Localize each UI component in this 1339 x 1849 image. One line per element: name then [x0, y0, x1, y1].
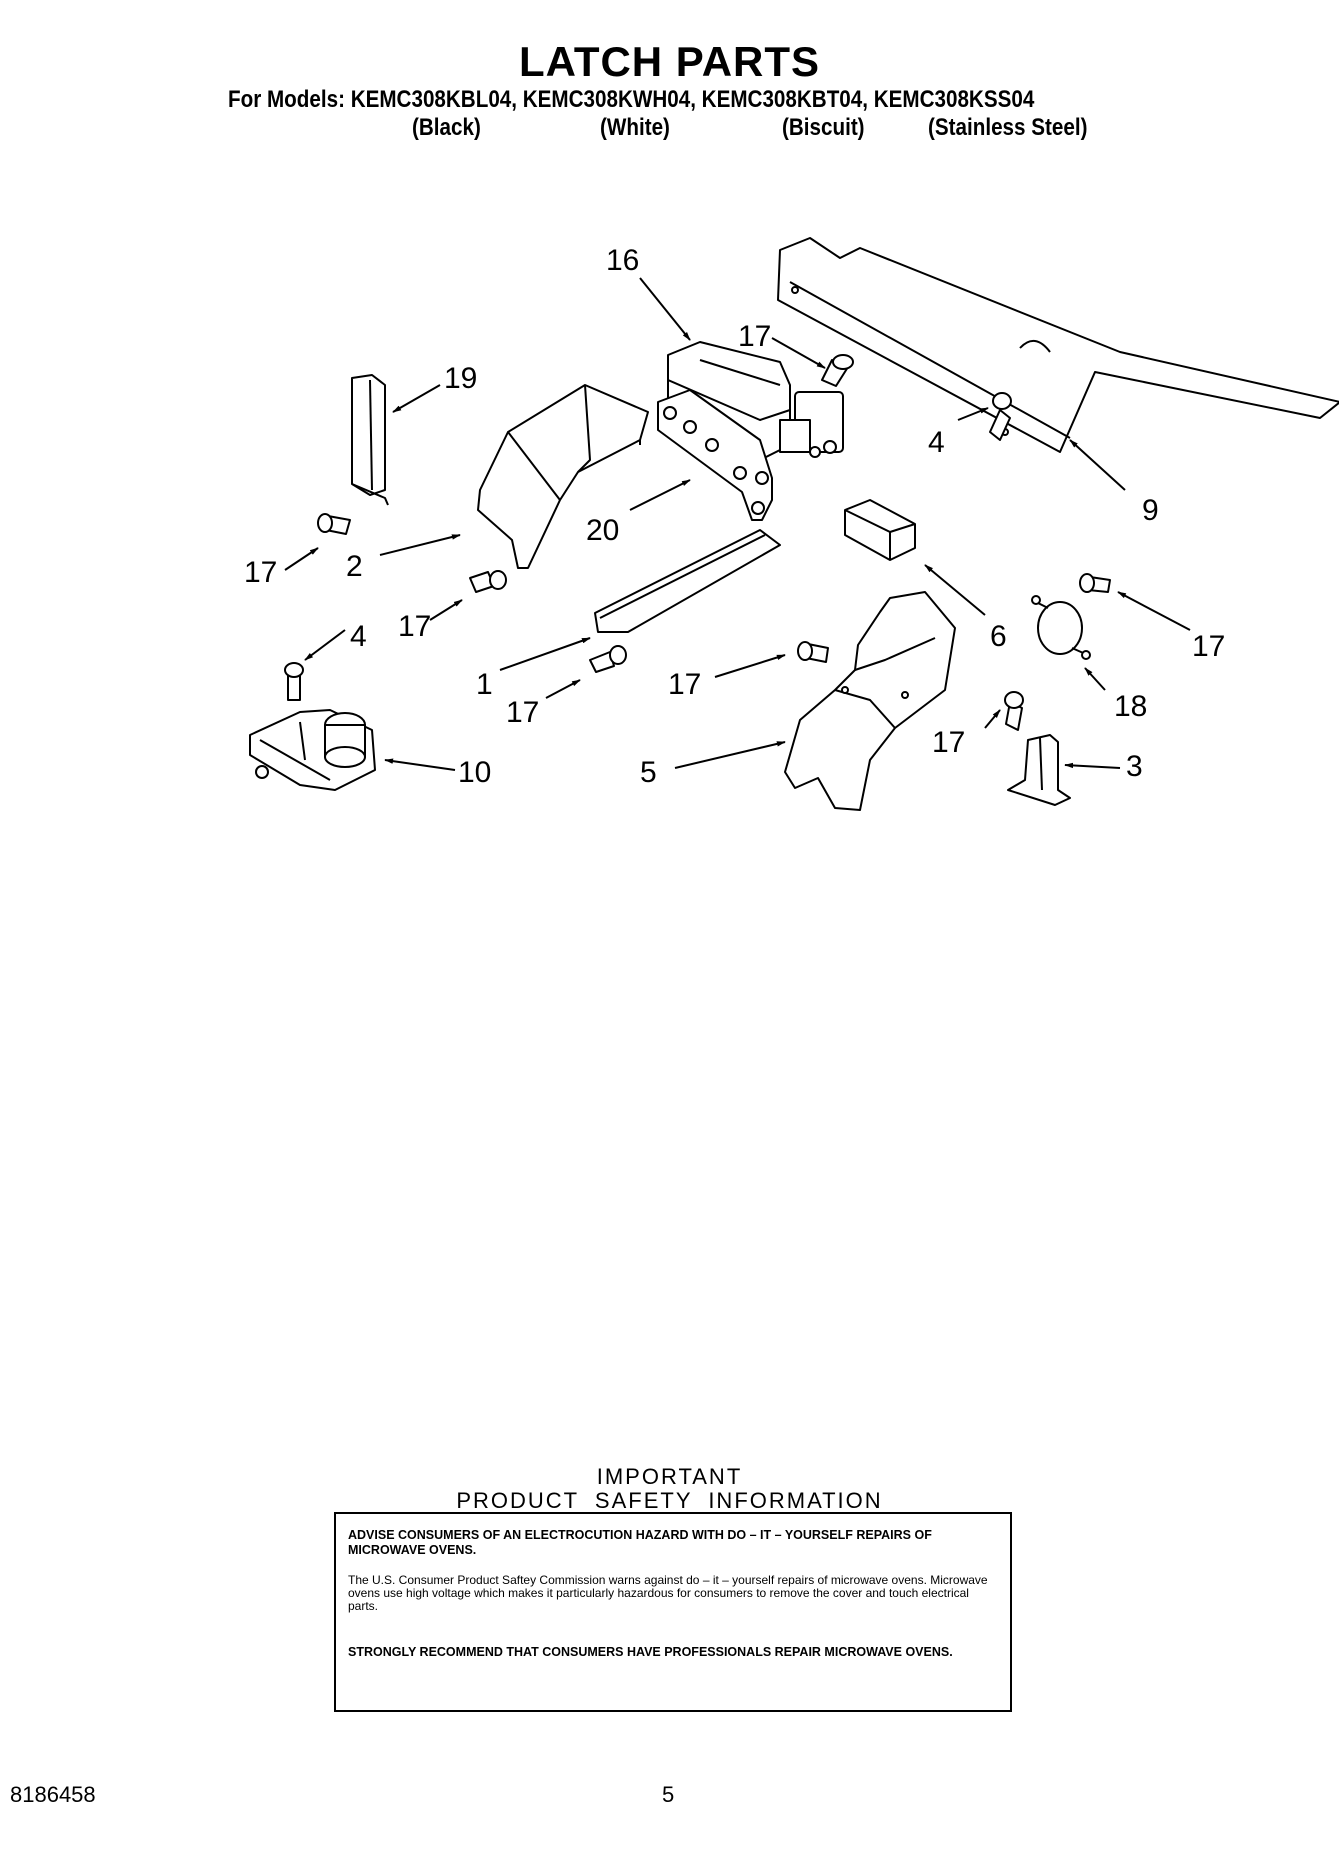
callout-17: 17 [932, 726, 965, 759]
page-number: 5 [662, 1782, 675, 1807]
callout-20: 20 [586, 514, 619, 547]
part-3-bracket [1007, 734, 1071, 806]
part-10-base [249, 709, 376, 791]
callout-labels: 16 17 19 4 9 20 2 17 17 6 17 4 18 1 17 1… [244, 244, 1225, 789]
callout-17: 17 [398, 610, 431, 643]
part-9-bracket [777, 237, 1339, 453]
screw-b [989, 392, 1012, 441]
callout-19: 19 [444, 362, 477, 395]
safety-info-box: ADVISE CONSUMERS OF AN ELECTROCUTION HAZ… [334, 1512, 1012, 1712]
callout-17: 17 [1192, 630, 1225, 663]
screw-d [469, 570, 507, 593]
screw-c [317, 513, 351, 535]
safety-commission-text: The U.S. Consumer Product Saftey Commiss… [348, 1573, 988, 1613]
page-title: LATCH PARTS [518, 38, 821, 85]
part-16-latch-assembly [667, 341, 844, 461]
callout-4: 4 [928, 426, 945, 459]
part-number: 8186458 [10, 1782, 96, 1807]
callout-17: 17 [506, 696, 539, 729]
screw-g [1079, 573, 1111, 593]
safety-heading-product: PRODUCT SAFETY INFORMATION [456, 1488, 883, 1513]
screw-a [821, 354, 854, 387]
callout-10: 10 [458, 756, 491, 789]
color-stainless-steel: (Stainless Steel) [928, 114, 1088, 141]
color-biscuit: (Biscuit) [782, 114, 865, 141]
safety-heading-important: IMPORTANT [596, 1464, 743, 1489]
callout-17: 17 [738, 320, 771, 353]
callout-6: 6 [990, 620, 1007, 653]
part-18-cutout [1031, 595, 1091, 660]
callout-5: 5 [640, 756, 657, 789]
callout-2: 2 [346, 550, 363, 583]
color-white: (White) [600, 114, 670, 141]
color-black: (Black) [412, 114, 481, 141]
screw-h [1004, 691, 1024, 731]
callout-17: 17 [244, 556, 277, 589]
leader-lines [284, 277, 1191, 771]
callout-17: 17 [668, 668, 701, 701]
part-6-block [844, 499, 916, 561]
callout-1: 1 [476, 668, 493, 701]
part-19-bracket [351, 374, 389, 506]
callout-3: 3 [1126, 750, 1143, 783]
part-5-shield [784, 591, 956, 811]
callout-9: 9 [1142, 494, 1159, 527]
part-20-plate [657, 389, 773, 521]
safety-advise-text: ADVISE CONSUMERS OF AN ELECTROCUTION HAZ… [348, 1528, 932, 1557]
screw-i [284, 662, 304, 701]
part-2-cover [477, 384, 649, 569]
callout-18: 18 [1114, 690, 1147, 723]
callout-16: 16 [606, 244, 639, 277]
callout-4: 4 [350, 620, 367, 653]
safety-recommend-text: STRONGLY RECOMMEND THAT CONSUMERS HAVE P… [348, 1645, 953, 1659]
models-line: For Models: KEMC308KBL04, KEMC308KWH04, … [228, 86, 1035, 113]
screw-e [589, 645, 627, 673]
part-1-strip [594, 529, 781, 633]
screw-f [797, 641, 829, 663]
